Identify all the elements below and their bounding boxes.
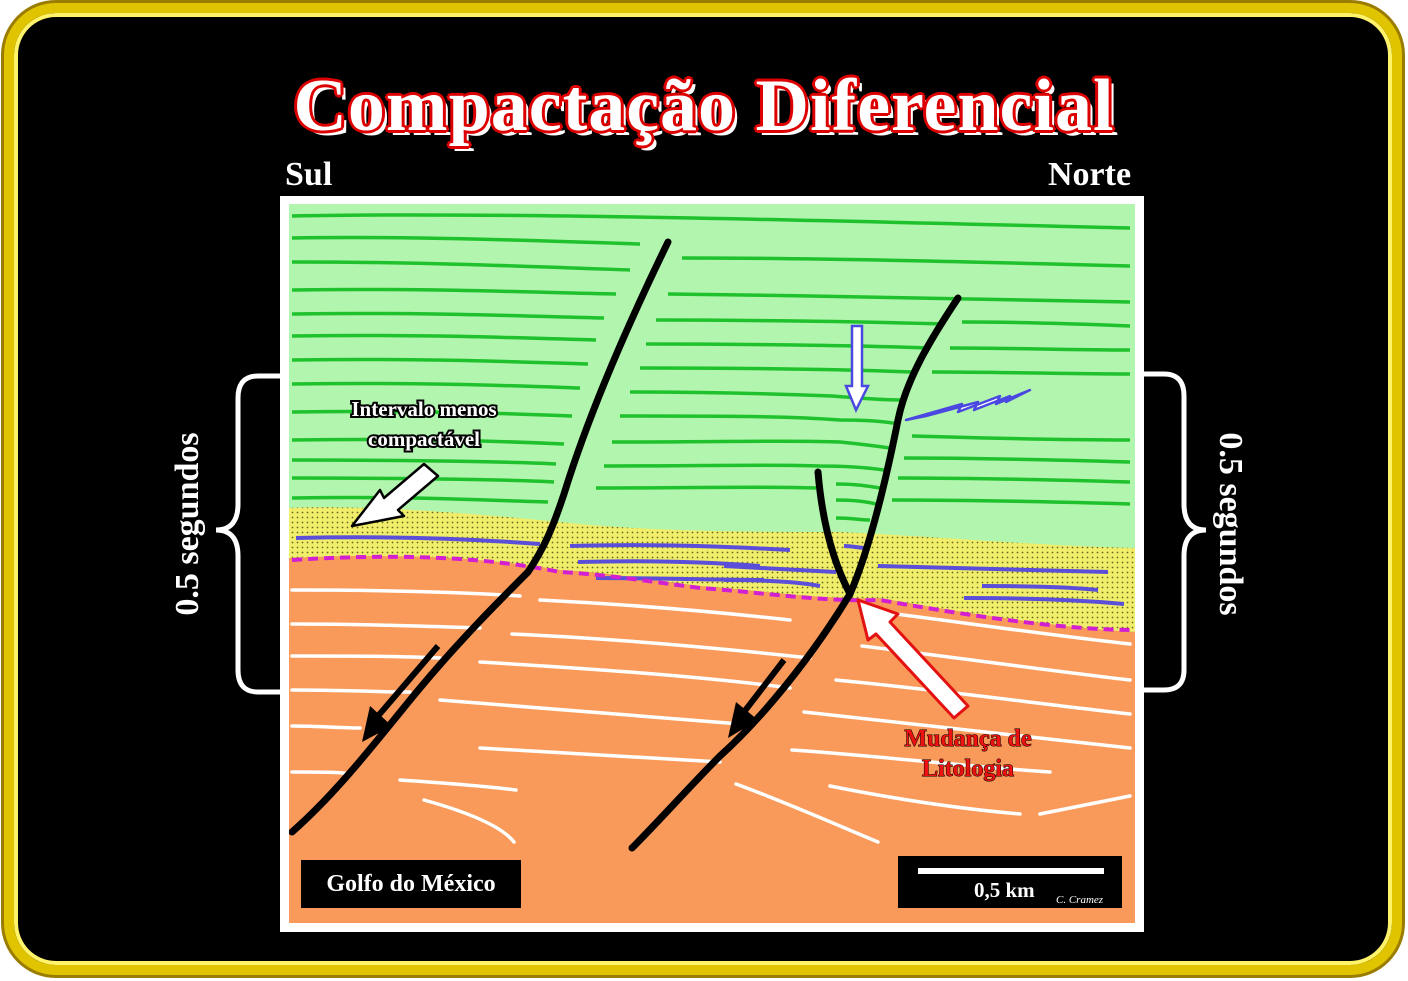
subsidence-arrow-icon <box>844 324 871 414</box>
brace-right <box>1140 371 1207 693</box>
middle-sand-layer <box>289 507 1135 632</box>
lightning-bolt-icon <box>904 388 1032 422</box>
scale-label: 0,5 km <box>974 878 1035 902</box>
scale-box: 0,5 km C. Cramez <box>898 856 1122 908</box>
lithology-boundary <box>291 554 1135 632</box>
scale-bar <box>918 868 1104 874</box>
slip-arrow-left <box>362 644 441 742</box>
north-label: Norte <box>1048 156 1132 193</box>
credit-label: C. Cramez <box>1056 894 1104 906</box>
blue-reflectors <box>295 535 1125 606</box>
label-mudanca-1: Mudança de <box>904 726 1032 752</box>
faults <box>289 238 962 852</box>
label-menos-compactavel-1: Intervalo menos <box>351 397 496 421</box>
location-label: Golfo do México <box>301 860 521 908</box>
green-reflectors <box>291 213 1131 522</box>
label-mudanca-2: Litologia <box>922 756 1014 782</box>
brace-left <box>215 373 282 695</box>
south-label: Sul <box>285 156 333 193</box>
label-menos-compactavel-2: compactável <box>368 427 480 451</box>
slip-arrow-right <box>728 658 787 738</box>
menos-compactavel-arrow-icon <box>350 462 440 528</box>
mudanca-arrow-icon <box>856 598 970 720</box>
page-title: Compactação Diferencial <box>293 65 1115 147</box>
